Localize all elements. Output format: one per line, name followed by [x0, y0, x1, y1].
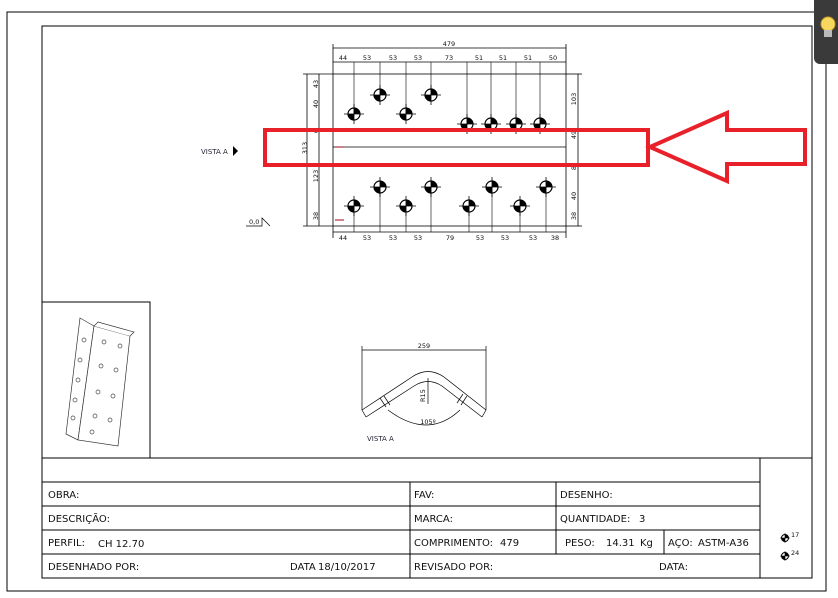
section-view-label: VISTA A	[367, 435, 394, 443]
dim-bottom: 79	[446, 234, 454, 242]
dim-top: 51	[499, 54, 507, 62]
section-angle: 105º	[420, 418, 435, 426]
data-value: 18/10/2017	[318, 562, 376, 573]
plate-outline	[332, 73, 567, 227]
dim-top: 51	[524, 54, 532, 62]
perfil-value: CH 12.70	[98, 539, 144, 550]
hole-count-17: 17	[791, 531, 799, 539]
dim-right: 38	[570, 212, 578, 220]
dim-right: 8	[570, 166, 578, 170]
outer-frame	[6, 11, 827, 592]
holes	[344, 62, 556, 232]
dim-bottom: 53	[389, 234, 397, 242]
hole-symbol-icon	[780, 533, 790, 543]
dim-bottom: 53	[501, 234, 509, 242]
section-radius: R15	[419, 389, 427, 402]
hint-lightbulb-button[interactable]	[814, 0, 838, 64]
data-label: DATA	[290, 562, 316, 573]
data2-label: DATA:	[659, 562, 688, 573]
desenhado-por-label: DESENHADO POR:	[48, 562, 139, 573]
hole	[396, 196, 416, 232]
dim-left: 40	[312, 100, 320, 108]
quantidade-value: 3	[639, 514, 645, 525]
origin-marker-icon	[246, 217, 271, 227]
hole	[370, 177, 390, 232]
dim-top: 53	[389, 54, 397, 62]
hole-count-24: 24	[791, 549, 799, 557]
hole	[530, 62, 550, 134]
dimension-labels: 479 313 44 53 53 53 73 51 51 51 50 44 53 53 53 79 53 53…	[301, 40, 578, 242]
hole-legend: 17 24	[780, 531, 799, 561]
hole	[344, 196, 364, 232]
revisado-por-label: REVISADO POR:	[414, 562, 493, 573]
highlight-arrow-icon	[645, 109, 807, 185]
dim-bottom: 53	[476, 234, 484, 242]
peso-label: PESO:	[565, 538, 595, 549]
hole	[481, 62, 501, 134]
hole	[396, 62, 416, 124]
dim-top: 73	[445, 54, 453, 62]
highlight-annotation	[263, 109, 807, 185]
aco-label: AÇO:	[668, 538, 693, 549]
hole	[510, 196, 530, 232]
dim-left: 123	[312, 170, 320, 182]
view-arrow-icon	[233, 146, 238, 156]
dim-right: 40	[570, 192, 578, 200]
dim-overall-length: 479	[443, 40, 455, 48]
hole	[459, 196, 479, 232]
hole	[370, 62, 390, 105]
obra-label: OBRA:	[48, 490, 79, 501]
dim-top: 53	[363, 54, 371, 62]
aco-value: ASTM-A36	[698, 538, 749, 549]
section-view	[361, 346, 487, 426]
hole	[344, 62, 364, 124]
descricao-label: DESCRIÇÃO:	[48, 512, 110, 525]
iso-view	[65, 317, 135, 447]
view-label: VISTA A	[201, 148, 228, 156]
dim-overall-height: 313	[301, 142, 309, 154]
hole	[506, 62, 526, 134]
dim-top: 44	[339, 54, 347, 62]
desenho-label: DESENHO:	[560, 490, 613, 501]
dim-bottom: 38	[551, 234, 559, 242]
marca-label: MARCA:	[414, 514, 453, 525]
dim-top: 53	[414, 54, 422, 62]
section-width: 259	[418, 342, 430, 350]
lightbulb-icon	[820, 16, 836, 37]
dim-top: 51	[475, 54, 483, 62]
dim-bottom: 53	[529, 234, 537, 242]
hole	[421, 62, 441, 105]
highlight-box	[263, 128, 650, 167]
dim-top: 50	[549, 54, 557, 62]
dim-right: 49	[570, 131, 578, 139]
title-block	[42, 457, 812, 578]
peso-unit: Kg	[640, 538, 653, 549]
hole-symbol-icon	[780, 551, 790, 561]
hole	[536, 177, 556, 232]
dim-bottom: 53	[414, 234, 422, 242]
peso-value: 14.31	[606, 538, 635, 549]
dim-right: 103	[570, 93, 578, 105]
hole	[482, 177, 502, 232]
hole	[457, 62, 477, 134]
dim-bottom: 53	[363, 234, 371, 242]
comprimento-label: COMPRIMENTO:	[414, 538, 493, 549]
dim-bottom: 44	[339, 234, 347, 242]
origin-label: 0,0	[249, 218, 259, 226]
dim-left: 43	[312, 80, 320, 88]
fav-label: FAV:	[414, 490, 434, 501]
plate-view	[303, 44, 582, 238]
comprimento-value: 479	[500, 538, 519, 549]
hole	[421, 177, 441, 232]
quantidade-label: QUANTIDADE:	[560, 514, 630, 525]
perfil-label: PERFIL:	[48, 538, 85, 549]
dim-left: 38	[312, 212, 320, 220]
